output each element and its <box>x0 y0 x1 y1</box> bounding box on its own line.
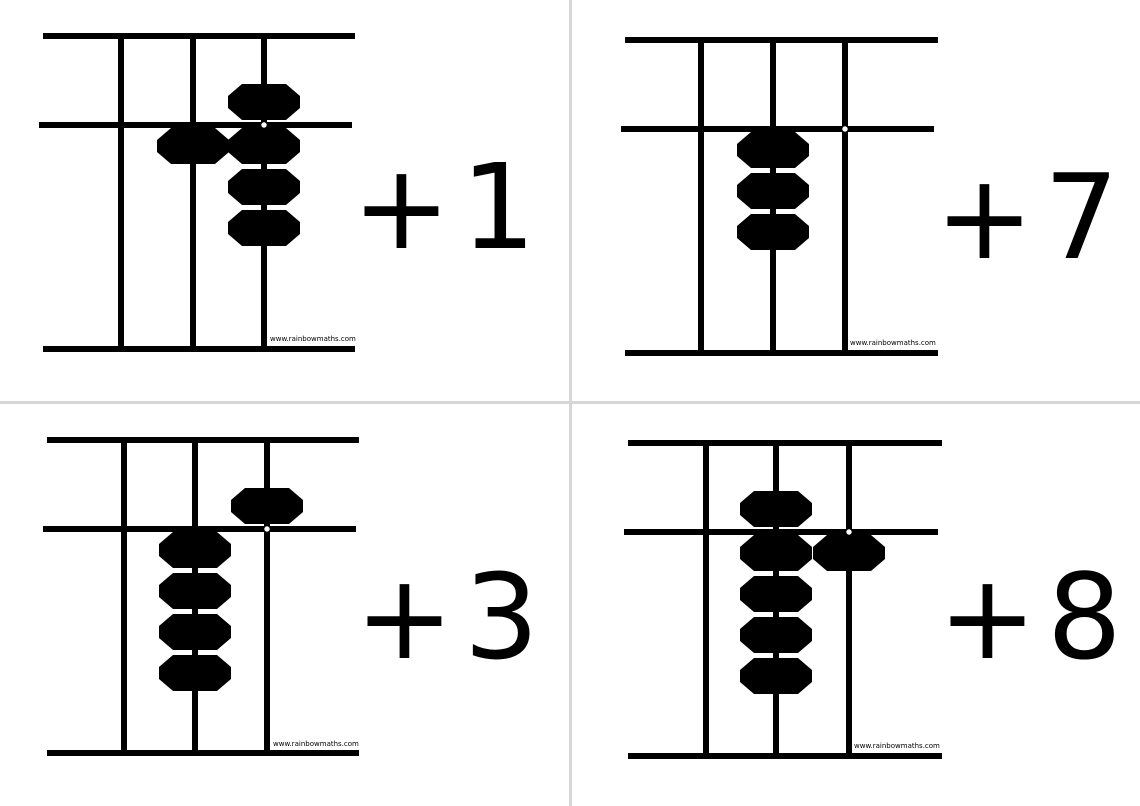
expression-label: +3 <box>355 548 549 686</box>
watermark-text: www.rainbowmaths.com <box>270 335 356 343</box>
abacus-bead <box>737 214 809 250</box>
abacus-bead <box>740 491 812 527</box>
abacus-drawing <box>621 37 938 356</box>
abacus-bead <box>228 169 300 205</box>
expression-label: +7 <box>935 148 1129 286</box>
abacus-drawing <box>43 437 359 756</box>
unit-rod-marker-dot <box>263 525 271 533</box>
watermark-text: www.rainbowmaths.com <box>273 740 359 748</box>
expression-label: +1 <box>352 138 546 276</box>
abacus-card: +7 www.rainbowmaths.com <box>570 0 1140 403</box>
abacus-bead <box>159 655 231 691</box>
unit-rod-marker-dot <box>845 528 853 536</box>
abacus-card: +8 www.rainbowmaths.com <box>570 403 1140 806</box>
abacus-drawing <box>39 33 355 352</box>
abacus-bead <box>740 617 812 653</box>
abacus-card: +3 www.rainbowmaths.com <box>0 403 570 806</box>
abacus-bead <box>737 132 809 168</box>
abacus-bead <box>228 210 300 246</box>
abacus-bead <box>740 535 812 571</box>
unit-rod-marker-dot <box>260 121 268 129</box>
abacus-bead <box>737 173 809 209</box>
abacus-bead <box>157 128 229 164</box>
abacus-bead <box>740 658 812 694</box>
abacus-bead <box>228 128 300 164</box>
horizontal-divider <box>0 401 1140 404</box>
watermark-text: www.rainbowmaths.com <box>850 339 936 347</box>
unit-rod-marker-dot <box>841 125 849 133</box>
abacus-bead <box>740 576 812 612</box>
abacus-bead <box>159 614 231 650</box>
abacus-bead <box>228 84 300 120</box>
abacus-bead <box>231 488 303 524</box>
watermark-text: www.rainbowmaths.com <box>854 742 940 750</box>
abacus-bead <box>159 532 231 568</box>
abacus-drawing <box>624 440 942 759</box>
abacus-card: +1 www.rainbowmaths.com <box>0 0 570 403</box>
abacus-bead <box>813 535 885 571</box>
abacus-bead <box>159 573 231 609</box>
expression-label: +8 <box>938 548 1132 686</box>
